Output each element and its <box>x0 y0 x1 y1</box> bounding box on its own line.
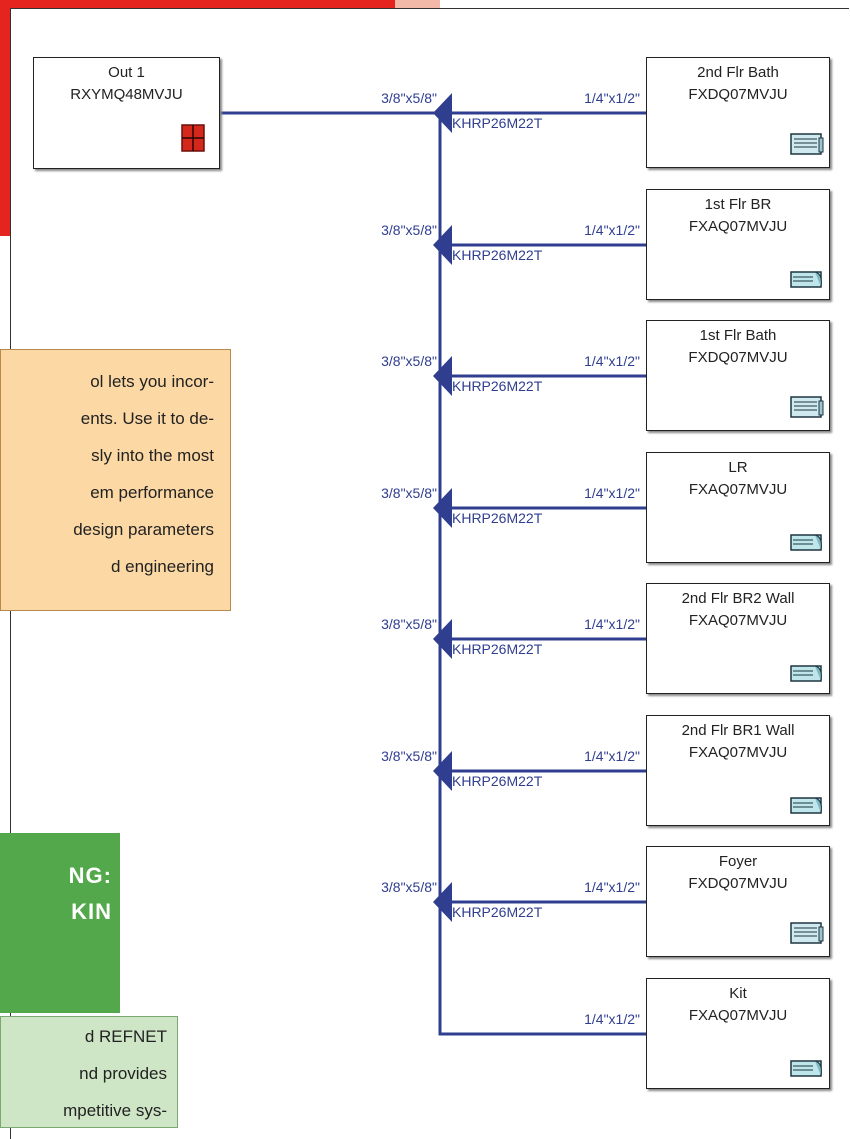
green-heading: NG: KIN <box>0 833 120 943</box>
refnet-model-label: KHRP26M22T <box>452 773 543 789</box>
refnet-joint-icon <box>433 93 452 133</box>
indoor-unit-name: 2nd Flr Bath <box>697 64 779 81</box>
branch-pipe-size-label: 1/4"x1/2" <box>584 748 640 764</box>
main-pipe-size-label: 3/8"x5/8" <box>381 90 437 106</box>
info-note-orange: ol lets you incor- ents. Use it to de- s… <box>0 349 231 611</box>
outdoor-unit-name: Out 1 <box>108 64 145 81</box>
refnet-model-label: KHRP26M22T <box>452 247 543 263</box>
outdoor-unit-box[interactable]: Out 1 RXYMQ48MVJU <box>33 57 220 169</box>
outdoor-unit-model: RXYMQ48MVJU <box>70 86 183 103</box>
info-note-green: d REFNET nd provides mpetitive sys- <box>0 1016 178 1128</box>
indoor-unit-name: 1st Flr Bath <box>699 327 777 344</box>
refnet-joint-icon <box>433 488 452 528</box>
orange-note-line: d engineering <box>110 557 214 576</box>
indoor-unit-model: FXDQ07MVJU <box>688 86 788 103</box>
indoor-unit-name: LR <box>728 459 748 476</box>
refnet-model-label: KHRP26M22T <box>452 115 543 131</box>
indoor-unit-name: 2nd Flr BR1 Wall <box>681 722 795 739</box>
indoor-unit-box[interactable]: 1st Flr BR FXAQ07MVJU <box>646 189 830 300</box>
ducted-unit-icon <box>790 396 824 418</box>
refnet-model-label: KHRP26M22T <box>452 904 543 920</box>
indoor-unit-name: Kit <box>729 985 747 1002</box>
wall-unit-icon <box>790 797 822 814</box>
orange-note-line: sly into the most <box>91 446 214 465</box>
wall-unit-icon <box>790 1060 822 1077</box>
main-pipe-size-label: 3/8"x5/8" <box>381 616 437 632</box>
wall-unit-icon <box>790 665 822 682</box>
indoor-unit-box[interactable]: LR FXAQ07MVJU <box>646 452 830 563</box>
ducted-unit-icon <box>790 133 824 155</box>
branch-pipe-size-label: 1/4"x1/2" <box>584 485 640 501</box>
refnet-joint-icon <box>433 225 452 265</box>
branch-pipe-size-label: 1/4"x1/2" <box>584 353 640 369</box>
indoor-unit-name: 1st Flr BR <box>704 196 772 213</box>
green-heading-panel <box>0 833 120 1013</box>
indoor-unit-model: FXDQ07MVJU <box>688 349 788 366</box>
refnet-model-label: KHRP26M22T <box>452 378 543 394</box>
indoor-unit-model: FXAQ07MVJU <box>688 612 788 629</box>
green-heading-line: KIN <box>71 899 112 924</box>
branch-pipe-size-label: 1/4"x1/2" <box>584 616 640 632</box>
main-pipe-size-label: 3/8"x5/8" <box>381 222 437 238</box>
main-pipe-size-label: 3/8"x5/8" <box>381 353 437 369</box>
indoor-unit-name: Foyer <box>718 853 758 870</box>
green-note-line: mpetitive sys- <box>63 1101 167 1120</box>
green-heading-line: NG: <box>68 863 112 888</box>
branch-pipe-size-label: 1/4"x1/2" <box>584 222 640 238</box>
refnet-joint-icon <box>433 619 452 659</box>
refnet-joint-icon <box>433 356 452 396</box>
indoor-unit-model: FXAQ07MVJU <box>688 744 788 761</box>
green-note-line: d REFNET <box>84 1027 167 1046</box>
refnet-model-label: KHRP26M22T <box>452 641 543 657</box>
branch-pipe-size-label: 1/4"x1/2" <box>584 879 640 895</box>
orange-note-line: ol lets you incor- <box>90 372 214 391</box>
main-pipe-size-label: 3/8"x5/8" <box>381 748 437 764</box>
main-pipe-size-label: 3/8"x5/8" <box>381 485 437 501</box>
indoor-unit-model: FXAQ07MVJU <box>688 1007 788 1024</box>
refnet-joint-icon <box>433 882 452 922</box>
green-note-line: nd provides <box>79 1064 167 1083</box>
orange-note-line: em performance <box>90 483 214 502</box>
indoor-unit-model: FXDQ07MVJU <box>688 875 788 892</box>
orange-note-line: ents. Use it to de- <box>80 409 214 428</box>
outdoor-unit-icon <box>181 124 205 152</box>
orange-note-line: design parameters <box>73 520 214 539</box>
wall-unit-icon <box>790 271 822 288</box>
indoor-unit-model: FXAQ07MVJU <box>688 481 788 498</box>
ducted-unit-icon <box>790 922 824 944</box>
indoor-unit-name: 2nd Flr BR2 Wall <box>681 590 795 607</box>
branch-pipe-size-label: 1/4"x1/2" <box>584 1011 640 1027</box>
refnet-model-label: KHRP26M22T <box>452 510 543 526</box>
indoor-unit-model: FXAQ07MVJU <box>688 218 788 235</box>
branch-pipe-size-label: 1/4"x1/2" <box>584 90 640 106</box>
wall-unit-icon <box>790 534 822 551</box>
refnet-joint-icon <box>433 751 452 791</box>
main-pipe-size-label: 3/8"x5/8" <box>381 879 437 895</box>
